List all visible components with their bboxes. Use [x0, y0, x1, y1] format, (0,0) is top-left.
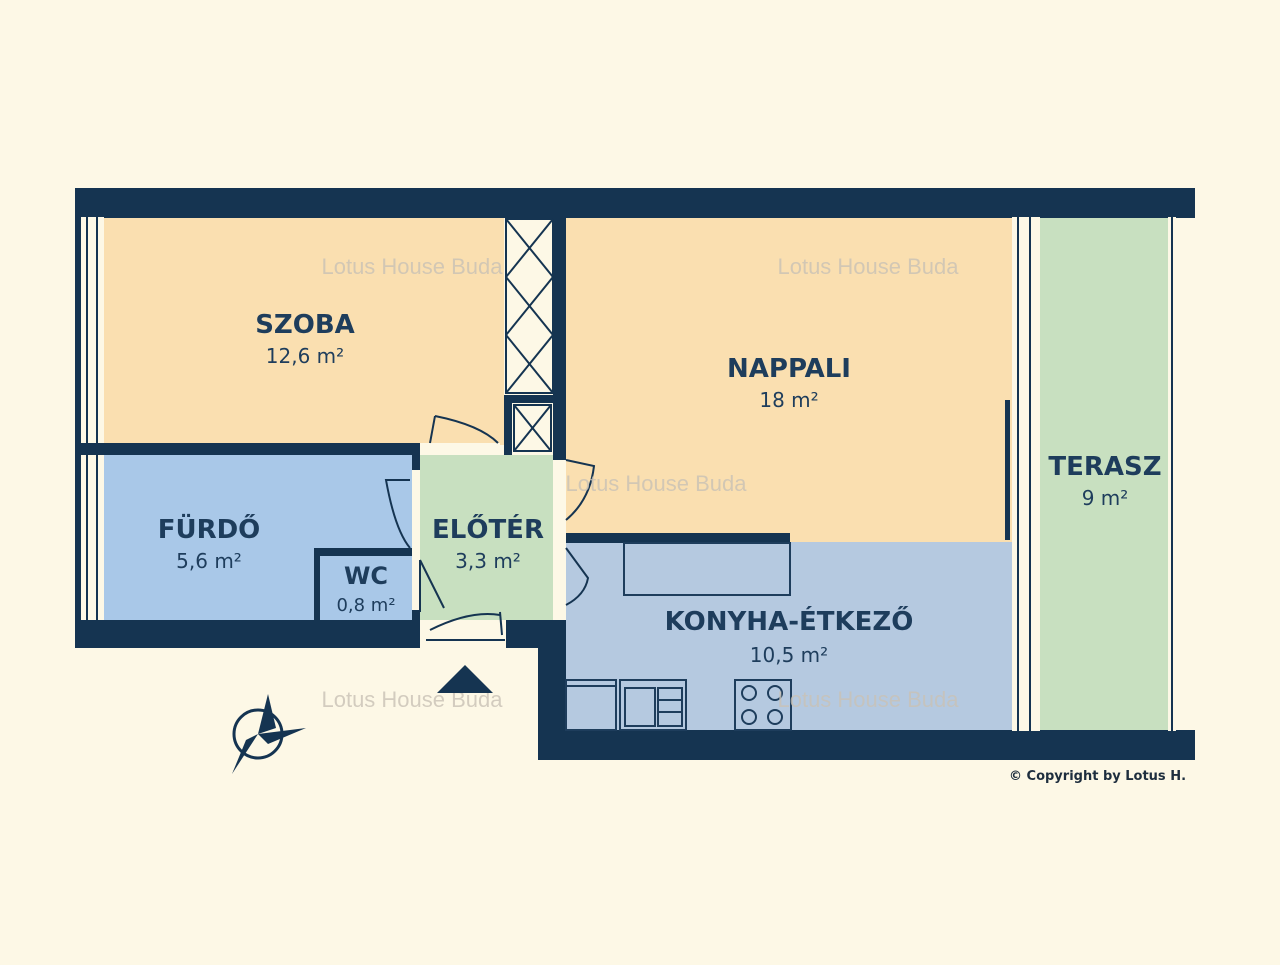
room-wc-fill	[318, 552, 412, 620]
room-wc-name: WC	[344, 562, 388, 590]
room-terasz-area: 9 m²	[1082, 486, 1129, 510]
room-furdo-name: FÜRDŐ	[158, 512, 261, 545]
terrace-door	[1005, 217, 1176, 731]
room-nappali-fill	[566, 217, 1012, 542]
room-nappali-area: 18 m²	[759, 388, 818, 412]
walls	[75, 188, 1195, 760]
room-konyha-area: 10,5 m²	[750, 643, 828, 667]
room-szoba-area: 12,6 m²	[266, 344, 344, 368]
room-eloter-fill	[420, 455, 553, 620]
window-left	[81, 217, 104, 620]
room-eloter-area: 3,3 m²	[455, 549, 521, 573]
watermark: Lotus House Buda	[777, 687, 959, 712]
compass-icon	[232, 694, 306, 774]
room-wc-area: 0,8 m²	[336, 595, 395, 616]
room-szoba-name: SZOBA	[255, 310, 355, 340]
watermark: Lotus House Buda	[565, 471, 747, 496]
room-terasz-fill	[1040, 217, 1168, 731]
room-eloter-name: ELŐTÉR	[432, 513, 544, 545]
room-konyha-name: KONYHA-ÉTKEZŐ	[665, 605, 914, 637]
copyright-text: © Copyright by Lotus H.	[1009, 769, 1186, 784]
doors	[384, 415, 596, 648]
room-terasz-name: TERASZ	[1048, 452, 1161, 482]
room-nappali-name: NAPPALI	[727, 354, 851, 384]
watermark: Lotus House Buda	[321, 254, 503, 279]
watermark: Lotus House Buda	[777, 254, 959, 279]
room-szoba-fill	[104, 217, 504, 445]
room-furdo-area: 5,6 m²	[176, 549, 242, 573]
wardrobe	[505, 218, 554, 452]
entrance-arrow-icon	[437, 665, 493, 693]
kitchen-fixtures	[565, 542, 792, 731]
